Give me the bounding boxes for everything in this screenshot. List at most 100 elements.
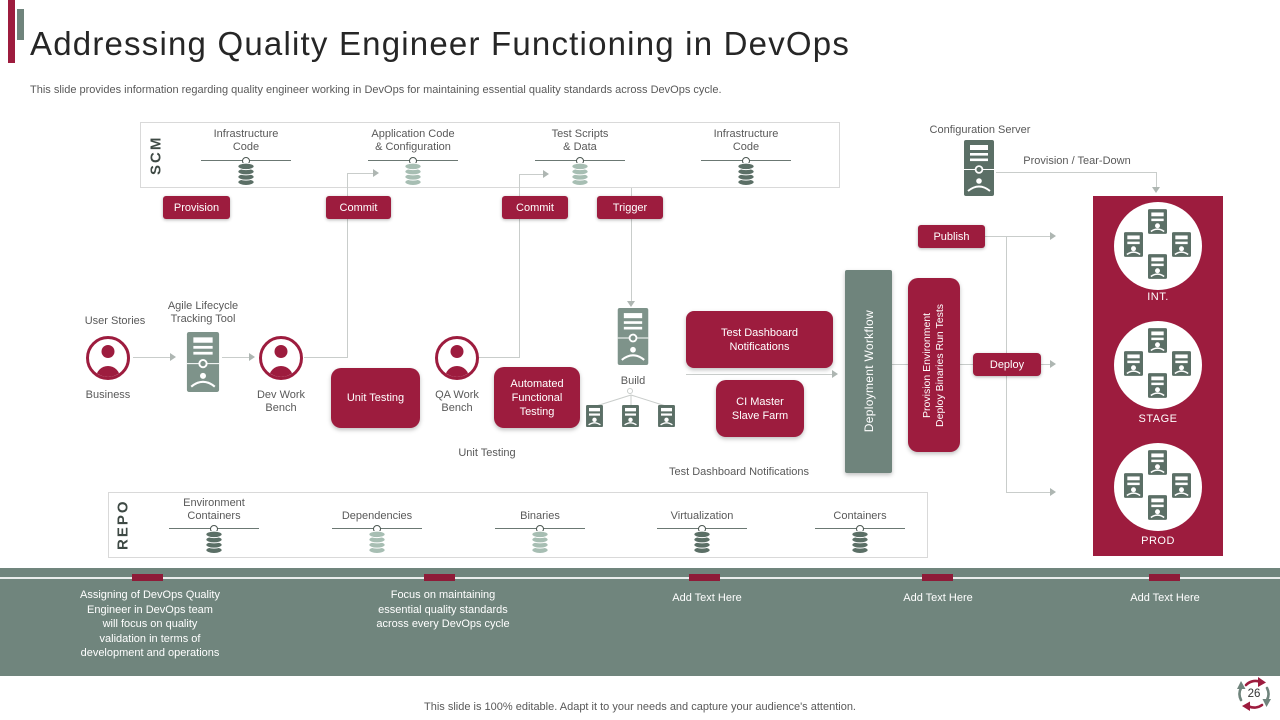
database-icon <box>849 531 871 554</box>
scm-node <box>201 156 291 165</box>
config-server-icon <box>964 140 994 196</box>
build-node <box>627 388 633 394</box>
commit-badge: Commit <box>326 196 391 219</box>
server-icon <box>1148 209 1167 234</box>
page-subtitle: This slide provides information regardin… <box>30 84 722 96</box>
connector <box>519 174 545 175</box>
slave-computer-icon <box>586 405 603 427</box>
connector <box>1156 172 1157 188</box>
connector <box>960 364 973 365</box>
scm-rail-label: SCM <box>147 135 165 175</box>
arrow-right-icon <box>373 169 379 177</box>
arrow-right-icon <box>1050 488 1056 496</box>
note-marker <box>1149 574 1180 581</box>
arrow-right-icon <box>832 370 838 378</box>
repo-node <box>169 524 259 533</box>
scm-node <box>535 156 625 165</box>
note-text: Assigning of DevOps Quality Engineer in … <box>79 589 220 659</box>
connector <box>347 173 348 358</box>
server-icon <box>1148 450 1167 475</box>
repo-node <box>495 524 585 533</box>
note-text: Focus on maintaining essential quality s… <box>376 589 510 630</box>
server-icon <box>1172 232 1191 257</box>
business-person-icon <box>86 336 130 380</box>
note-placeholder[interactable]: Add Text Here <box>903 592 973 604</box>
page-title: Addressing Quality Engineer Functioning … <box>30 25 851 62</box>
connector <box>892 364 908 365</box>
database-icon <box>203 531 225 554</box>
slave-computer-icon <box>622 405 639 427</box>
automated-functional-testing-box: Automated Functional Testing <box>494 367 580 428</box>
scm-item-label: Test Scripts & Data <box>551 128 609 153</box>
bottom-bar: Assigning of DevOps Quality Engineer in … <box>0 568 1280 676</box>
database-icon <box>235 163 257 186</box>
connector <box>686 374 834 375</box>
slave-computer-icon <box>658 405 675 427</box>
agile-tool-server-icon <box>186 332 220 392</box>
server-icon <box>1148 373 1167 398</box>
provision-environment-label: Provision Environment Deploy Binaries Ru… <box>921 303 946 427</box>
note-marker <box>132 574 163 581</box>
arrow-right-icon <box>1050 232 1056 240</box>
test-dashboard-caption: Test Dashboard Notifications <box>668 466 809 478</box>
note-placeholder[interactable]: Add Text Here <box>1130 592 1200 604</box>
stage-environment-circle <box>1114 321 1202 409</box>
trigger-badge: Trigger <box>597 196 663 219</box>
int-environment-circle <box>1114 202 1202 290</box>
unit-testing-caption: Unit Testing <box>458 447 516 459</box>
arrow-right-icon <box>1050 360 1056 368</box>
connector <box>479 357 519 358</box>
accent-bar-sage <box>17 9 24 40</box>
scm-node <box>368 156 458 165</box>
prod-environment-circle <box>1114 443 1202 531</box>
qa-work-bench-label: QA Work Bench <box>435 389 479 414</box>
database-icon <box>366 531 388 554</box>
repo-item-label: Containers <box>833 510 887 522</box>
server-icon <box>1124 351 1143 376</box>
config-server-label: Configuration Server <box>929 124 1031 136</box>
ci-master-slave-farm-box: CI Master Slave Farm <box>716 380 804 437</box>
connector <box>347 173 375 174</box>
refresh-arrows-icon <box>1237 677 1271 711</box>
commit-badge: Commit <box>502 196 568 219</box>
publish-badge: Publish <box>918 225 985 248</box>
repo-node <box>815 524 905 533</box>
server-icon <box>1172 473 1191 498</box>
repo-rail-label: REPO <box>114 499 132 551</box>
footer-note: This slide is 100% editable. Adapt it to… <box>424 701 856 713</box>
repo-item-label: Virtualization <box>670 510 734 522</box>
dev-work-bench-label: Dev Work Bench <box>256 389 306 414</box>
connector <box>133 357 173 358</box>
connector <box>304 357 347 358</box>
note-placeholder[interactable]: Add Text Here <box>672 592 742 604</box>
int-label: INT. <box>1147 291 1169 303</box>
environment-stack: INT. STAGE PROD <box>1093 196 1223 556</box>
connector <box>1006 492 1052 493</box>
connector <box>985 236 1006 237</box>
bottom-bar-line <box>0 577 1280 579</box>
note-marker <box>424 574 455 581</box>
connector <box>222 357 252 358</box>
connector <box>631 188 632 302</box>
connector <box>996 172 1157 173</box>
arrow-down-icon <box>627 301 635 307</box>
database-icon <box>402 163 424 186</box>
database-icon <box>569 163 591 186</box>
connector <box>519 174 520 358</box>
server-icon <box>1124 473 1143 498</box>
server-icon <box>1124 232 1143 257</box>
provision-badge: Provision <box>163 196 230 219</box>
note-marker <box>922 574 953 581</box>
test-dashboard-notifications-box: Test Dashboard Notifications <box>686 311 833 368</box>
scm-item-label: Infrastructure Code <box>213 128 279 153</box>
database-icon <box>735 163 757 186</box>
server-icon <box>1148 254 1167 279</box>
scm-item-label: Infrastructure Code <box>713 128 779 153</box>
server-icon <box>1148 495 1167 520</box>
stage-label: STAGE <box>1138 413 1178 425</box>
qa-work-bench-person-icon <box>435 336 479 380</box>
build-label: Build <box>620 375 646 387</box>
scm-rail <box>140 122 840 188</box>
repo-item-label: Binaries <box>520 510 560 522</box>
